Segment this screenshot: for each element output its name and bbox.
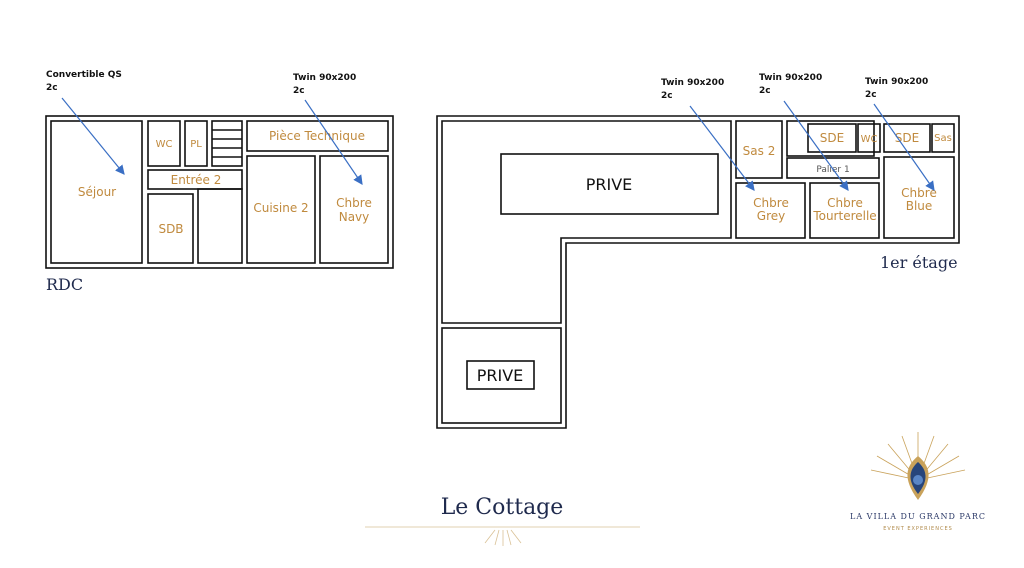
room-sdb [147, 193, 194, 264]
room-chbre-grey [735, 182, 806, 239]
etage-inner-wall [441, 120, 732, 324]
etage-outer-wall [436, 115, 960, 429]
room-entree [147, 169, 243, 190]
label-wc-etage: WC [861, 134, 878, 145]
room-prive-top [500, 153, 719, 215]
page-title: Le Cottage [441, 495, 564, 520]
room-chbre-navy [319, 155, 389, 264]
room-wc-etage [857, 123, 881, 153]
floor-label-etage: 1er étage [880, 253, 958, 272]
logo-eye-pupil-icon [913, 475, 923, 485]
label-cuisine: Cuisine 2 [253, 201, 308, 215]
label-sejour: Séjour [78, 185, 116, 199]
note-arrows [61, 97, 935, 191]
label-sas: Sas [934, 133, 952, 144]
label-pl: PL [190, 139, 202, 150]
room-palier [786, 157, 880, 179]
label-piece-technique: Pièce Technique [269, 129, 365, 143]
room-sde1 [807, 123, 857, 153]
label-sas2: Sas 2 [743, 144, 776, 158]
note-convertible-line2: 2c [46, 83, 58, 93]
note-twin-grey-line1: Twin 90x200 [661, 78, 724, 88]
note-twin-blue-line2: 2c [865, 90, 877, 100]
arrow-convertible [61, 97, 125, 175]
room-sas [931, 123, 955, 153]
note-twin-navy-line1: Twin 90x200 [293, 73, 356, 83]
prive-bottom-box [466, 360, 535, 390]
label-chbre-navy-1: Chbre [336, 196, 372, 210]
room-chbre-blue [883, 156, 955, 239]
logo-tagline: EVENT EXPERIENCES [883, 526, 953, 532]
label-chbre-tourterelle-1: Chbre [827, 196, 863, 210]
room-wc-rdc [147, 120, 181, 167]
room-sas2 [735, 120, 783, 179]
room-piece-technique [246, 120, 389, 152]
logo-name: LA VILLA DU GRAND PARC [850, 512, 986, 521]
label-wc-rdc: WC [156, 139, 173, 150]
wet-block [786, 120, 875, 157]
label-sdb: SDB [158, 222, 183, 236]
label-chbre-grey-1: Chbre [753, 196, 789, 210]
label-chbre-grey-2: Grey [757, 209, 785, 223]
corridor-rdc [197, 188, 243, 264]
arrow-twin-blue [873, 103, 935, 191]
staircase [211, 120, 243, 167]
arrow-twin-navy [304, 99, 363, 185]
label-entree: Entrée 2 [171, 173, 222, 187]
title-ornament [365, 526, 640, 546]
note-twin-grey-line2: 2c [661, 91, 673, 101]
note-twin-tourterelle-line1: Twin 90x200 [759, 73, 822, 83]
label-chbre-blue-1: Chbre [901, 186, 937, 200]
room-cuisine [246, 155, 316, 264]
note-convertible-line1: Convertible QS [46, 70, 122, 80]
label-prive-bottom: PRIVE [477, 366, 524, 385]
label-chbre-navy-2: Navy [339, 210, 370, 224]
floor-label-rdc: RDC [46, 275, 83, 294]
arrow-twin-grey [689, 105, 755, 191]
rdc-outer-wall [45, 115, 394, 269]
note-twin-blue-line1: Twin 90x200 [865, 77, 928, 87]
room-prive-bottom-wall [441, 327, 562, 424]
rdc-plan [45, 115, 394, 269]
label-sde1: SDE [820, 131, 844, 145]
etage-plan [436, 115, 960, 429]
villa-logo: LA VILLA DU GRAND PARC EVENT EXPERIENCES [850, 432, 986, 532]
label-prive-top: PRIVE [586, 175, 633, 194]
label-chbre-blue-2: Blue [906, 199, 933, 213]
label-chbre-tourterelle-2: Tourterelle [812, 209, 876, 223]
arrow-twin-tourterelle [783, 100, 849, 191]
room-sejour [50, 120, 143, 264]
note-twin-navy-line2: 2c [293, 86, 305, 96]
note-twin-tourterelle-line2: 2c [759, 86, 771, 96]
room-pl [184, 120, 208, 167]
